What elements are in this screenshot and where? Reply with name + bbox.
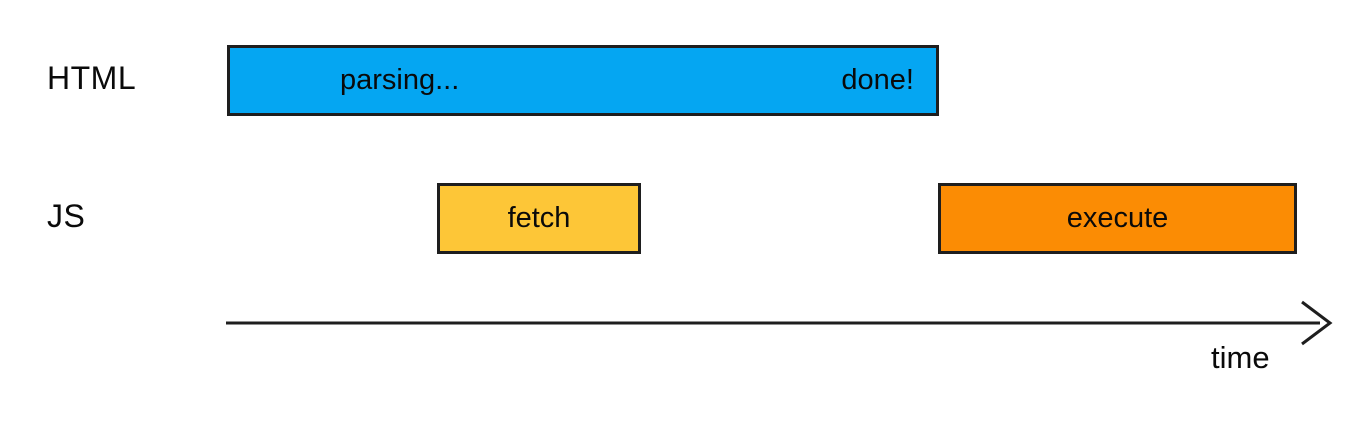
html-parsing-bar: parsing... done!	[227, 45, 939, 116]
row-label-js: JS	[47, 198, 86, 234]
row-label-html: HTML	[47, 60, 137, 96]
time-axis-label: time	[1211, 340, 1270, 375]
fetch-label: fetch	[507, 202, 571, 234]
js-fetch-bar: fetch	[437, 183, 641, 254]
time-axis-arrow-icon	[226, 300, 1333, 346]
js-execute-bar: execute	[938, 183, 1297, 254]
done-label: done!	[841, 64, 914, 96]
execute-label: execute	[1066, 202, 1169, 234]
parsing-label: parsing...	[340, 64, 460, 96]
